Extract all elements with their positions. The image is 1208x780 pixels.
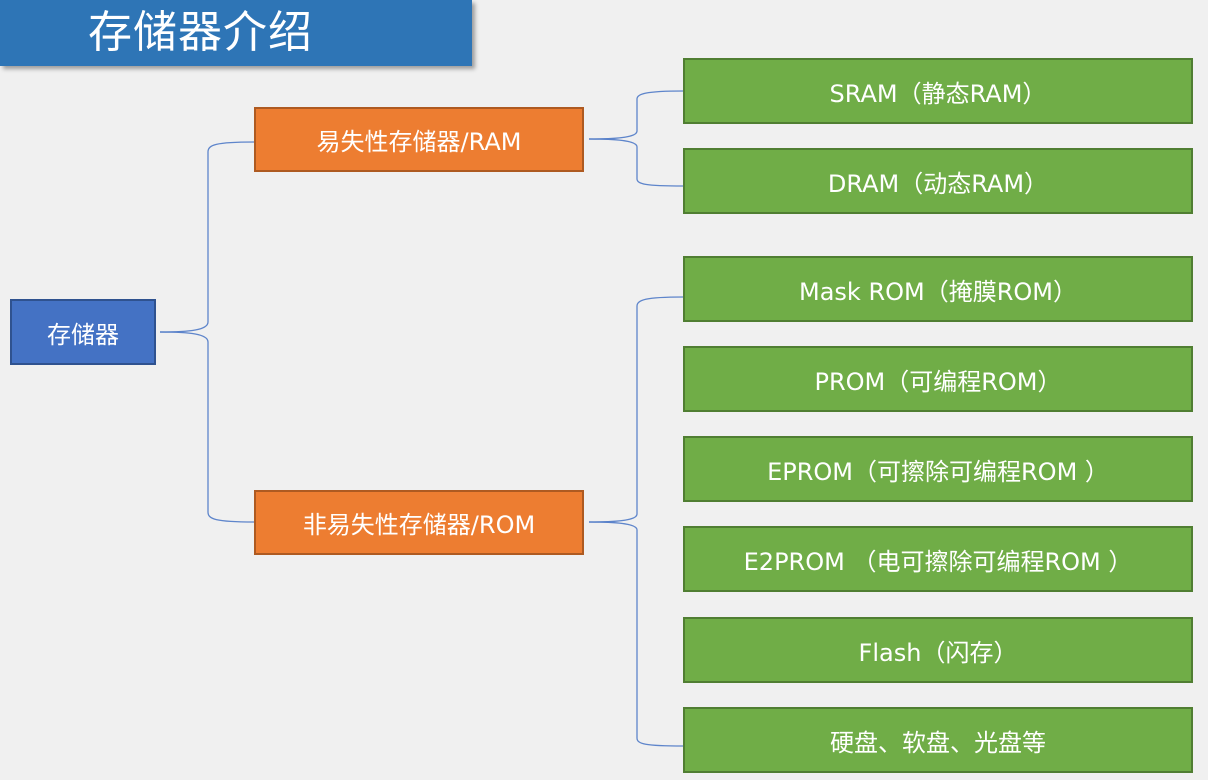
leaf-node-label: EPROM（可擦除可编程ROM ）	[767, 457, 1109, 486]
connector-rom-brace-lower	[588, 521, 684, 747]
leaf-node-flash: Flash（闪存）	[683, 617, 1193, 683]
page-title: 存储器介绍	[88, 7, 313, 58]
leaf-node-prom: PROM（可编程ROM）	[683, 346, 1193, 412]
title-banner: 存储器介绍	[0, 0, 472, 66]
category-node-ram: 易失性存储器/RAM	[254, 107, 584, 172]
category-node-rom: 非易失性存储器/ROM	[254, 490, 584, 555]
connector-root-brace-lower	[159, 331, 255, 523]
root-node-memory: 存储器	[10, 299, 156, 365]
leaf-node-eprom: EPROM（可擦除可编程ROM ）	[683, 436, 1193, 502]
leaf-node-sram: SRAM（静态RAM）	[683, 58, 1193, 124]
connector-rom-brace-upper	[588, 296, 684, 523]
leaf-node-label: Mask ROM（掩膜ROM）	[799, 277, 1077, 306]
leaf-node-label: PROM（可编程ROM）	[814, 367, 1062, 396]
leaf-node-dram: DRAM（动态RAM）	[683, 148, 1193, 214]
leaf-node-disks: 硬盘、软盘、光盘等	[683, 707, 1193, 773]
root-node-label: 存储器	[47, 320, 119, 349]
category-node-label: 易失性存储器/RAM	[316, 128, 522, 156]
leaf-node-mask-rom: Mask ROM（掩膜ROM）	[683, 256, 1193, 322]
leaf-node-label: DRAM（动态RAM）	[827, 169, 1049, 198]
connector-ram-brace-upper	[588, 90, 684, 140]
leaf-node-label: Flash（闪存）	[858, 638, 1018, 667]
leaf-node-e2prom: E2PROM （电可擦除可编程ROM ）	[683, 526, 1193, 592]
category-node-label: 非易失性存储器/ROM	[302, 511, 536, 539]
leaf-node-label: 硬盘、软盘、光盘等	[830, 728, 1046, 757]
leaf-node-label: E2PROM （电可擦除可编程ROM ）	[743, 547, 1133, 576]
leaf-node-label: SRAM（静态RAM）	[829, 79, 1047, 108]
connector-root-brace	[159, 141, 255, 333]
connector-ram-brace-lower	[588, 138, 684, 187]
